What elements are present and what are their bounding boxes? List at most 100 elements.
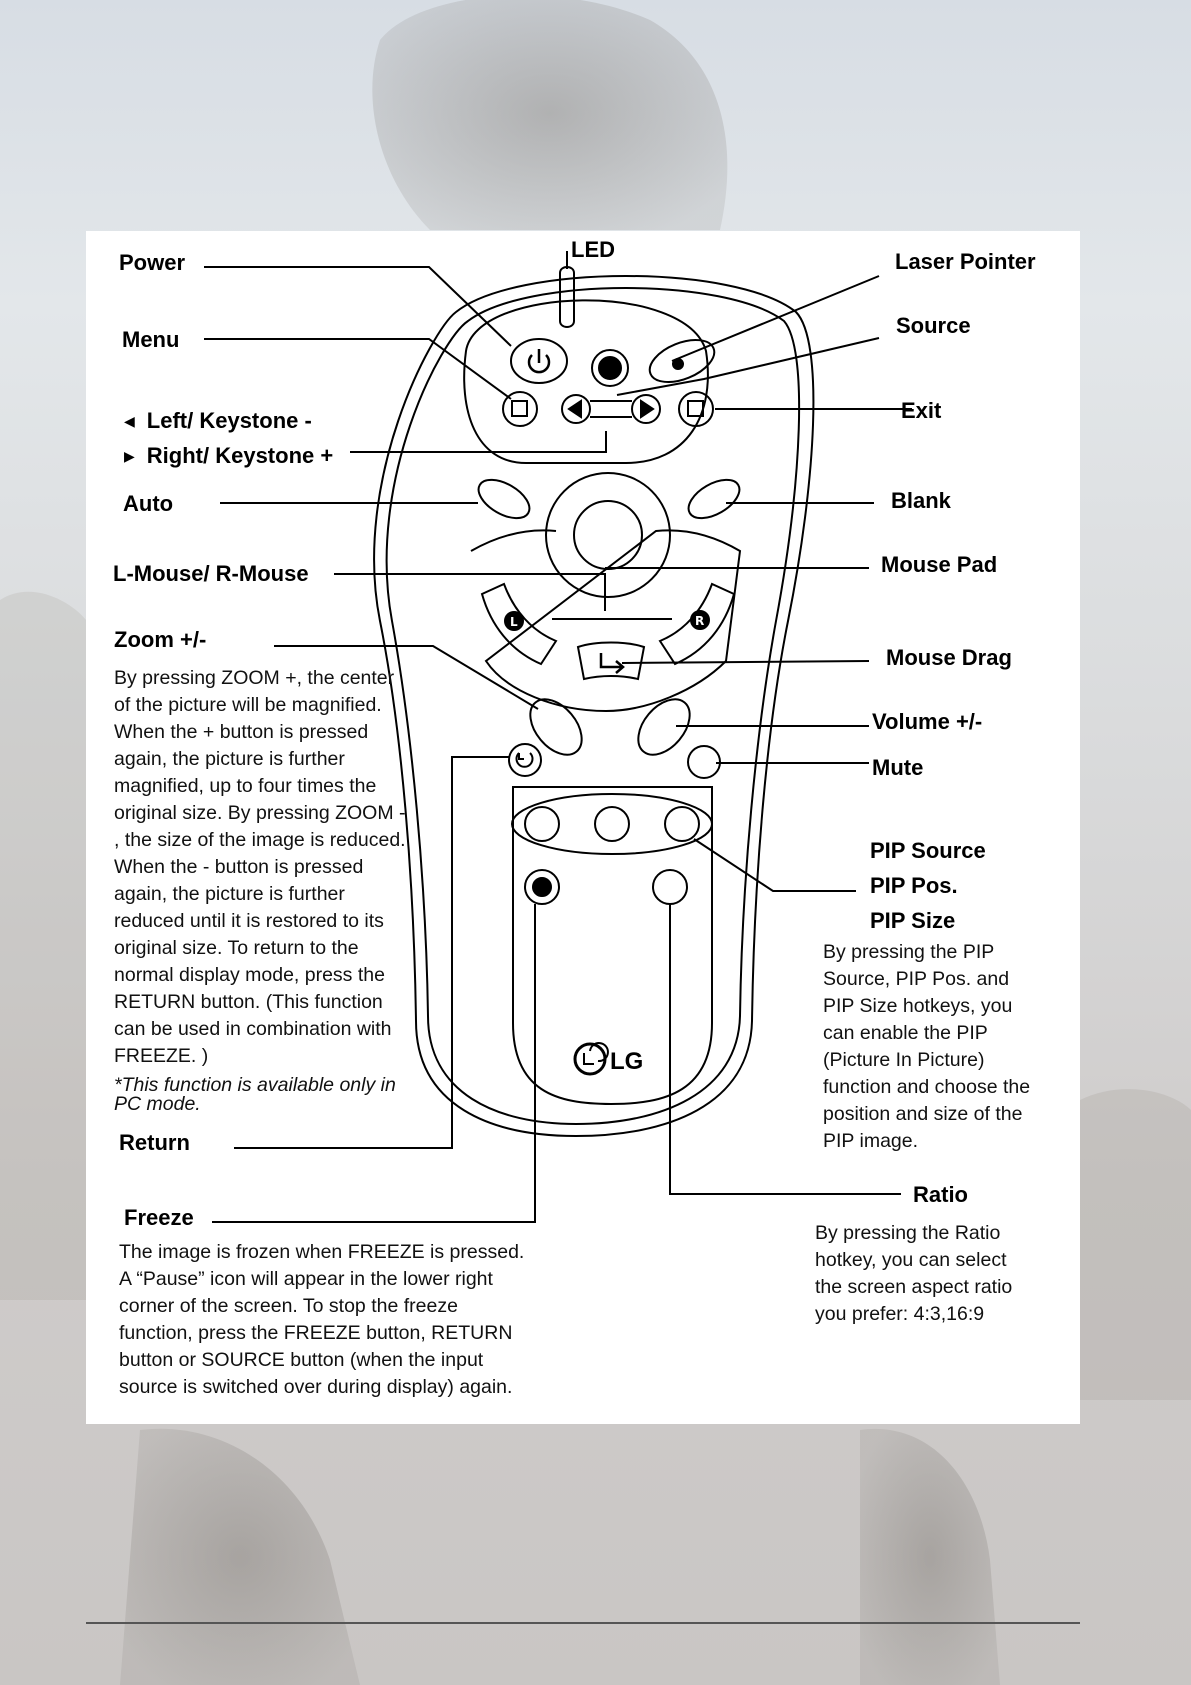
line-return — [234, 756, 510, 1149]
power-icon — [527, 349, 551, 374]
label-freeze: Freeze — [124, 1205, 194, 1230]
freeze-icon — [532, 877, 552, 897]
desc-line: When the - button is pressed — [114, 856, 364, 878]
desc-line: the screen aspect ratio — [815, 1276, 1013, 1298]
desc-line: (Picture In Picture) — [823, 1049, 985, 1071]
mouse-area — [470, 529, 742, 713]
desc-line: By pressing ZOOM +, the center — [114, 667, 395, 689]
desc-line: magnified, up to four times the — [114, 775, 377, 797]
footer-rule — [86, 1622, 1080, 1624]
line-freeze — [212, 904, 536, 1223]
desc-line: function and choose the — [823, 1076, 1031, 1098]
mouse-pad — [573, 500, 643, 570]
mouse-drag-button — [576, 641, 646, 681]
desc-line: When the + button is pressed — [114, 721, 369, 743]
laser-dot — [598, 356, 622, 380]
desc-line: , the size of the image is reduced. — [114, 829, 406, 851]
line-source — [616, 337, 880, 396]
freeze-button — [524, 869, 560, 905]
led — [559, 266, 575, 328]
label-mouse-pad: Mouse Pad — [881, 552, 998, 577]
left-keystone-text: Left/ Keystone - — [146, 408, 312, 433]
ratio-button — [652, 869, 688, 905]
right-arrow-icon — [640, 399, 655, 419]
zoom-button — [529, 698, 583, 756]
line-laser — [671, 275, 880, 362]
pip-pos-button — [594, 806, 630, 842]
label-led: LED — [571, 237, 615, 262]
desc-line: again, the picture is further — [114, 883, 345, 905]
remote-body — [373, 275, 815, 1138]
left-arrow-small-icon: ◀ — [124, 413, 135, 429]
zoom-note-line: *This function is available only in — [114, 1074, 396, 1096]
remote-diagram: L R LG — [204, 251, 912, 1223]
mute-button — [687, 745, 721, 779]
ratio-description: By pressing the Ratio hotkey, you can se… — [815, 1220, 1012, 1328]
desc-line: PIP Size hotkeys, you — [823, 995, 1013, 1017]
drag-icon — [599, 653, 625, 674]
return-icon — [515, 752, 534, 768]
desc-line: source is switched over during display) … — [119, 1376, 513, 1398]
desc-line: reduced until it is restored to its — [114, 910, 384, 932]
brand-text: LG — [610, 1048, 643, 1075]
zoom-description: By pressing ZOOM +, the center of the pi… — [114, 665, 406, 1114]
desc-line: PIP image. — [823, 1130, 919, 1152]
line-zoom — [274, 645, 539, 710]
freeze-description: The image is frozen when FREEZE is press… — [119, 1239, 524, 1401]
blank-button — [687, 478, 741, 520]
pip-source-button — [524, 806, 560, 842]
desc-line: position and size of the — [823, 1103, 1023, 1125]
l-letter: L — [510, 615, 518, 629]
desc-line: Source, PIP Pos. and — [823, 968, 1010, 990]
right-arrow-small-icon: ▶ — [124, 448, 135, 464]
line-power — [204, 266, 512, 347]
desc-line: you prefer: 4:3,16:9 — [815, 1303, 985, 1325]
desc-line: By pressing the PIP — [823, 941, 995, 963]
mouse-pad-ring — [545, 472, 671, 598]
label-pip-size: PIP Size — [870, 908, 956, 933]
line-lmouse — [334, 573, 606, 611]
desc-line: original size. To return to the — [114, 937, 359, 959]
zoom-note-line: PC mode. — [114, 1093, 201, 1115]
label-source: Source — [896, 313, 971, 338]
line-pip — [693, 838, 856, 892]
line-menu — [204, 338, 512, 400]
return-button — [508, 743, 542, 777]
desc-line: button or SOURCE button (when the input — [119, 1349, 484, 1371]
label-pip-source: PIP Source — [870, 838, 986, 863]
line-drag — [621, 660, 870, 664]
remote-body-inner — [385, 287, 801, 1126]
exit-icon — [687, 400, 704, 417]
line-ratio — [669, 904, 901, 1195]
label-laser-pointer: Laser Pointer — [895, 249, 1036, 274]
label-exit: Exit — [901, 398, 942, 423]
menu-icon — [511, 400, 528, 417]
right-keystone-text: Right/ Keystone + — [146, 443, 334, 468]
label-right-keystone: ▶ Right/ Keystone + — [124, 443, 333, 471]
pip-size-button — [664, 806, 700, 842]
desc-line: of the picture will be magnified. — [114, 694, 382, 716]
label-menu: Menu — [122, 327, 180, 352]
volume-button — [637, 698, 691, 756]
left-arrow-icon — [567, 399, 582, 419]
label-zoom: Zoom +/- — [114, 627, 207, 652]
label-auto: Auto — [123, 491, 174, 516]
label-l-r-mouse: L-Mouse/ R-Mouse — [113, 561, 309, 586]
desc-line: hotkey, you can select — [815, 1249, 1007, 1271]
leader-lines — [204, 251, 912, 1223]
laser-button — [591, 349, 629, 387]
source-button — [648, 339, 716, 383]
lower-panel — [512, 786, 713, 1106]
menu-button — [502, 391, 538, 427]
r-letter: R — [695, 614, 704, 628]
right-button — [631, 394, 661, 424]
pip-group — [511, 793, 713, 855]
desc-line: can be used in combination with — [114, 1018, 392, 1040]
r-mouse-button — [658, 582, 736, 666]
desc-line: corner of the screen. To stop the freeze — [119, 1295, 458, 1317]
desc-line: normal display mode, press the — [114, 964, 385, 986]
label-volume: Volume +/- — [872, 709, 983, 734]
left-button — [561, 394, 591, 424]
label-pip-pos: PIP Pos. — [870, 873, 958, 898]
power-button — [510, 338, 568, 384]
